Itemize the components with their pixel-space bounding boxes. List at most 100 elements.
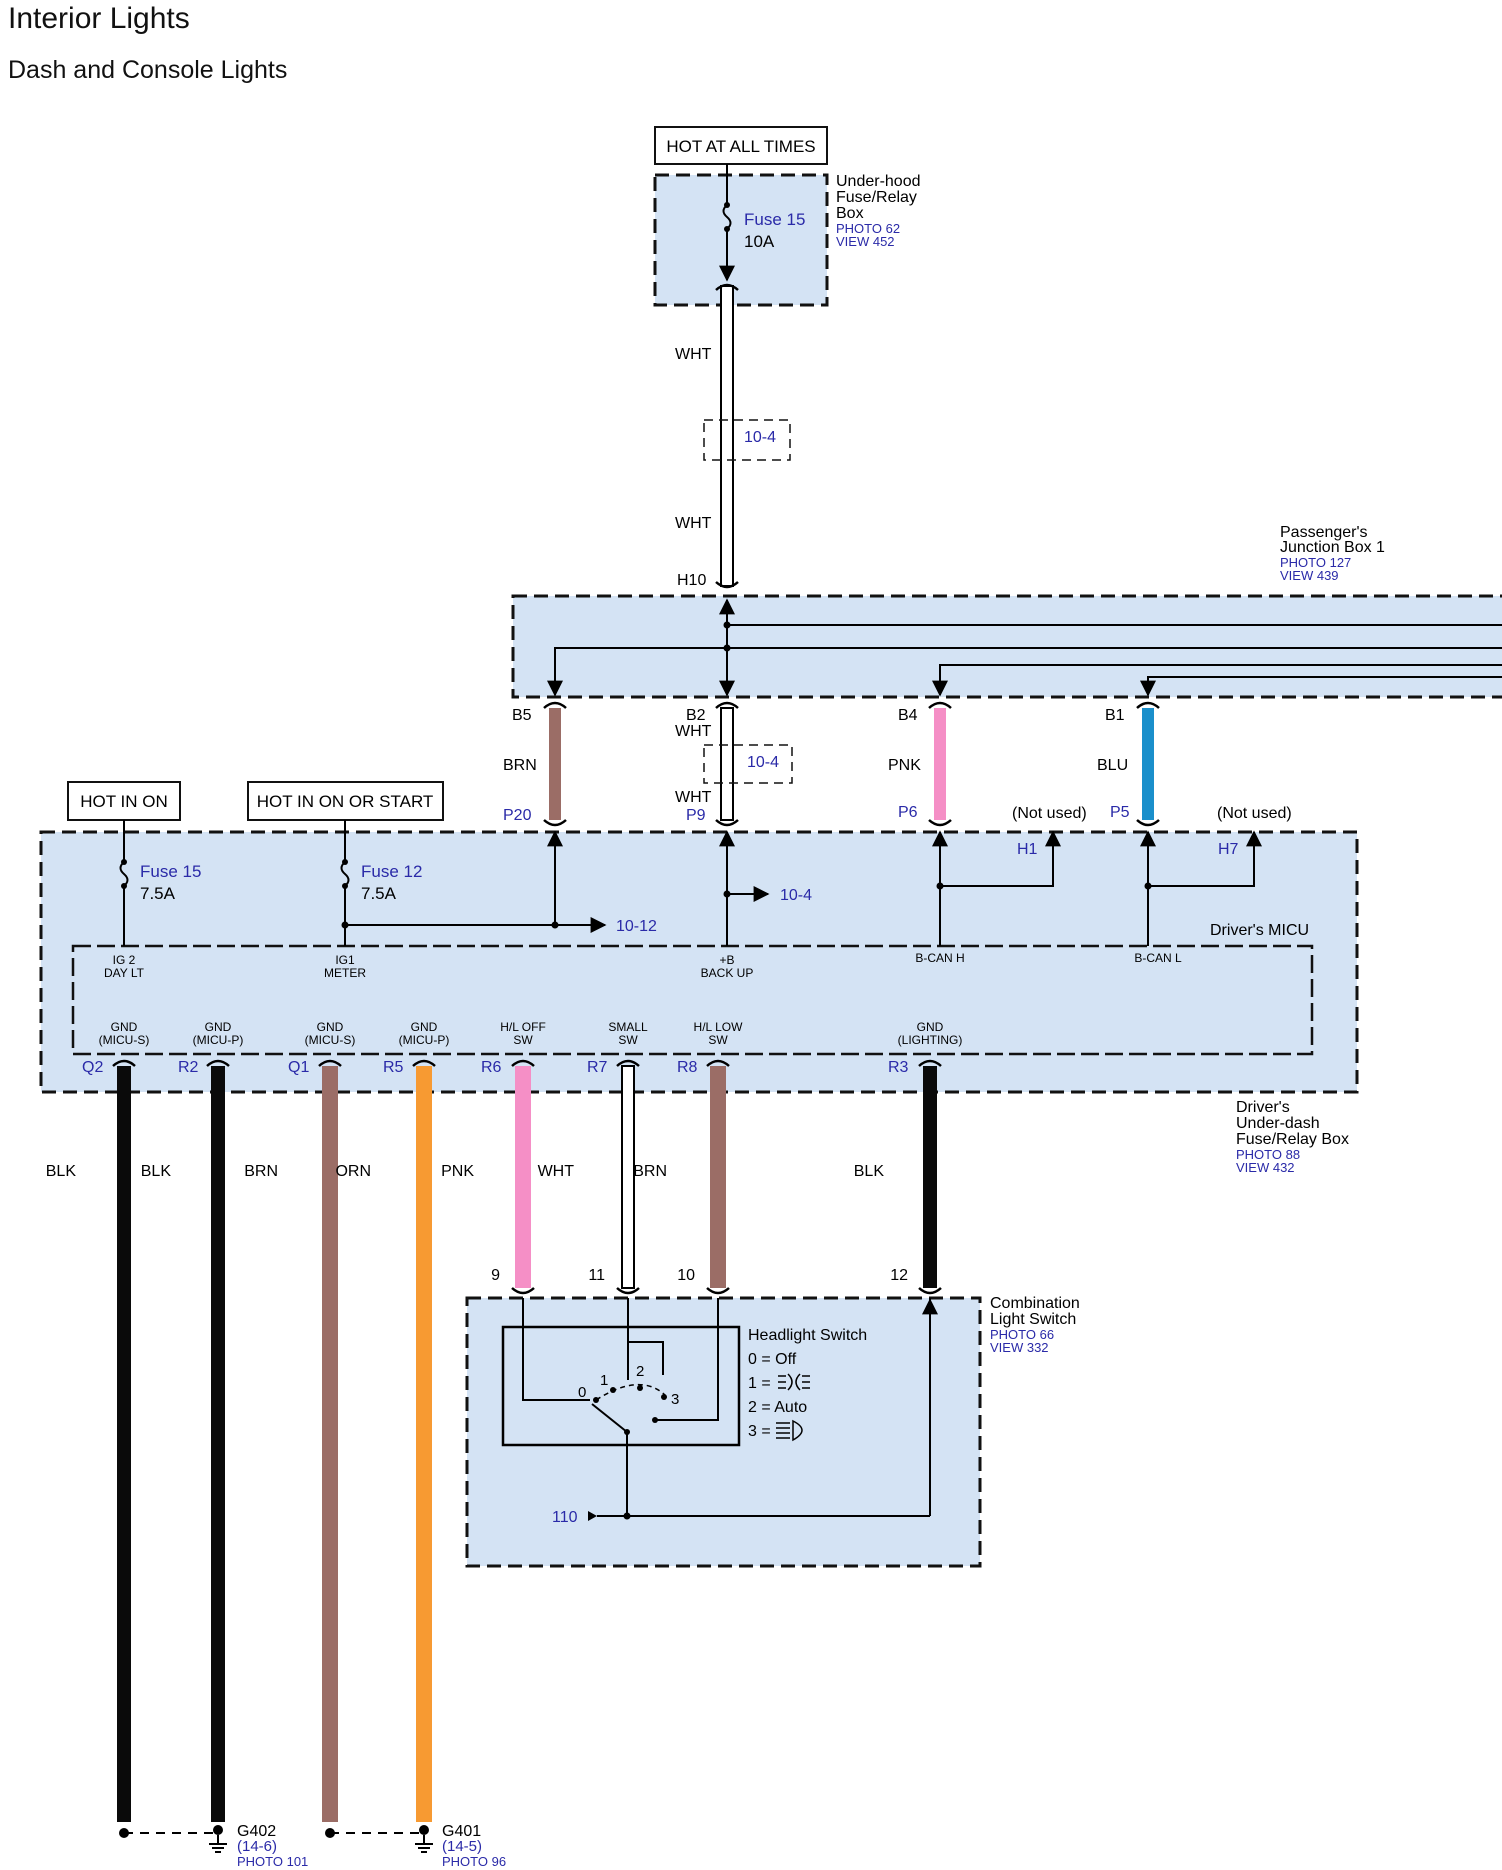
jb-line-b1 <box>1140 676 1502 697</box>
wire-r8-brn <box>710 1066 726 1288</box>
micu-pin-7: GND <box>917 1020 944 1034</box>
connector-10-4-ref: 10-4 <box>780 887 812 904</box>
hot-at-all-times-label: HOT AT ALL TIMES <box>666 137 815 156</box>
terminal-p5: P5 <box>1110 804 1130 821</box>
wire-b2-wht <box>720 707 734 821</box>
connector-cap <box>928 819 952 827</box>
switch-pin-12: 12 <box>890 1267 908 1284</box>
connector-cap <box>918 1059 942 1067</box>
connector-10-4-mid <box>703 744 793 784</box>
wire-r2-blk <box>211 1066 225 1822</box>
wire-label-r6: PNK <box>441 1163 474 1180</box>
fuse-12-rating: 7.5A <box>361 884 397 903</box>
connector-cap <box>706 1287 730 1295</box>
micu-pin-desc-4: SW <box>513 1033 533 1047</box>
wire-label-r8: BRN <box>633 1163 667 1180</box>
wire-label-q1: BRN <box>244 1163 278 1180</box>
wire-label-top-wht-2: WHT <box>675 515 712 532</box>
connector-cap <box>1136 819 1160 827</box>
passenger-junction-box <box>511 594 1502 699</box>
terminal-r6: R6 <box>481 1059 502 1076</box>
fuse-15-underhood-rating: 10A <box>744 232 775 251</box>
switch-pos-2: 2 <box>636 1363 644 1380</box>
legend-3: 3 = <box>748 1423 771 1440</box>
connector-cap <box>918 1287 942 1295</box>
headlight-switch-box <box>501 1325 741 1447</box>
terminal-p9: P9 <box>686 807 706 824</box>
wire-label-r3: BLK <box>854 1163 885 1180</box>
micu-pin-desc-5: SW <box>618 1033 638 1047</box>
micu-pin-3: GND <box>411 1020 438 1034</box>
combo-switch-photo: PHOTO 66 <box>990 1327 1054 1342</box>
not-used-h7: (Not used) <box>1217 805 1292 822</box>
connector-cap <box>715 819 739 827</box>
switch-contact-low <box>652 1417 658 1423</box>
micu-name: Driver's MICU <box>1210 922 1309 939</box>
fuse-dot <box>121 859 127 865</box>
micu-pin-desc-7: (LIGHTING) <box>898 1033 963 1047</box>
page-title: Interior Lights <box>8 2 190 35</box>
line-h1 <box>940 830 1061 887</box>
hot-in-on-or-start-box <box>247 781 444 821</box>
micu-pin-2: GND <box>317 1020 344 1034</box>
passenger-box-name-1: Passenger's <box>1280 524 1368 541</box>
micu-pin-bcanl: B-CAN L <box>1134 951 1182 965</box>
ground-splice-dot <box>119 1828 129 1838</box>
wire-label-b5: BRN <box>503 757 537 774</box>
terminal-b1: B1 <box>1105 707 1125 724</box>
terminal-p20: P20 <box>503 807 532 824</box>
micu-pin-desc-0: (MICU-S) <box>99 1033 150 1047</box>
wire-label-q2: BLK <box>46 1163 77 1180</box>
ref-110-arrow <box>588 1511 597 1521</box>
switch-contact-0 <box>593 1397 599 1403</box>
connector-cap <box>543 701 567 709</box>
ground-point <box>213 1825 223 1835</box>
micu-pin-1: GND <box>205 1020 232 1034</box>
terminal-b2: B2 <box>686 707 706 724</box>
wire-r7-wht <box>621 1065 635 1289</box>
fuse-dot <box>342 859 348 865</box>
terminal-b4: B4 <box>898 707 918 724</box>
ground-g401-name: G401 <box>442 1823 481 1840</box>
terminal-h1: H1 <box>1017 841 1038 858</box>
micu-pin-0: GND <box>111 1020 138 1034</box>
wire-label-b2-a: WHT <box>675 723 712 740</box>
micu-pin-b: +B <box>719 953 734 967</box>
micu-pin-ig2: IG 2 <box>113 953 136 967</box>
wire-r6-pnk <box>515 1066 531 1288</box>
jb-line-b4 <box>932 664 1502 697</box>
underdash-box-name-2: Under-dash <box>1236 1115 1320 1132</box>
micu-pin-desc-3: (MICU-P) <box>399 1033 450 1047</box>
fuse-15-underhood-icon <box>722 204 732 230</box>
underdash-box-name-3: Fuse/Relay Box <box>1236 1131 1349 1148</box>
terminal-h7: H7 <box>1218 841 1239 858</box>
fuse-12-icon <box>340 861 350 887</box>
passenger-box-name-2: Junction Box 1 <box>1280 539 1385 556</box>
fuse-dot <box>724 202 730 208</box>
connector-cap <box>412 1059 436 1067</box>
terminal-q1: Q1 <box>288 1059 309 1076</box>
passenger-box-photo: PHOTO 127 <box>1280 555 1351 570</box>
wire-label-top-wht-1: WHT <box>675 346 712 363</box>
micu-pin-6: H/L LOW <box>694 1020 744 1034</box>
underhood-box-name-2: Fuse/Relay <box>836 189 917 206</box>
fuse-15-icon <box>119 861 129 887</box>
legend-2: 2 = Auto <box>748 1399 807 1416</box>
underhood-fuse-box <box>653 173 829 307</box>
micu-pin-5: SMALL <box>608 1020 648 1034</box>
wire-b1-blu <box>1142 708 1154 820</box>
parking-light-icon <box>778 1373 810 1391</box>
not-used-h1: (Not used) <box>1012 805 1087 822</box>
micu-pin-ig2-desc: DAY LT <box>104 966 145 980</box>
switch-line-off <box>522 1298 590 1401</box>
ground-g402-photo: PHOTO 101 <box>237 1854 308 1869</box>
switch-line-small <box>627 1298 664 1375</box>
jb-line-b5 <box>547 647 727 697</box>
legend-1: 1 = <box>748 1375 771 1392</box>
fuse-15-label: Fuse 15 <box>140 862 201 881</box>
connector-cap <box>616 1059 640 1067</box>
underdash-box-view: VIEW 432 <box>1236 1160 1295 1175</box>
connector-10-4-top-label: 10-4 <box>744 429 776 446</box>
hot-at-all-times-box <box>654 126 828 165</box>
